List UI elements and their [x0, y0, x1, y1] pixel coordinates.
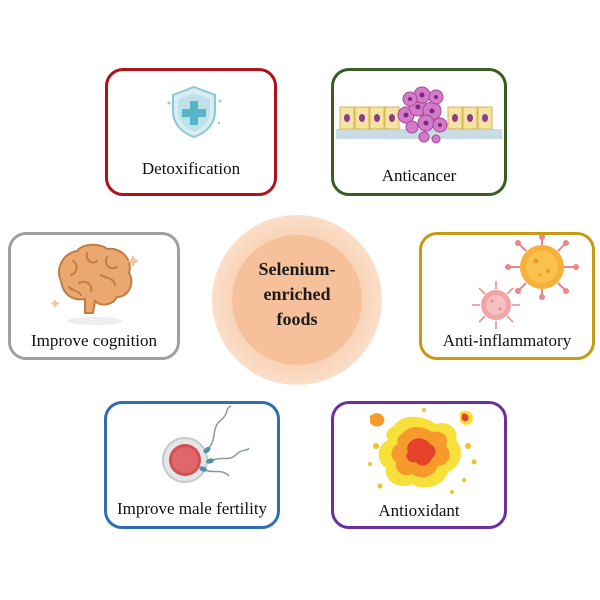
center-circle	[232, 235, 362, 365]
anti-inflammatory-label: Anti-inflammatory	[442, 331, 572, 350]
center-title-line-2: enriched	[263, 284, 331, 304]
cognition-card: Improve cognition	[8, 232, 180, 360]
antioxidant-card: Antioxidant	[331, 401, 507, 529]
anti-inflammatory-card: Anti-inflammatory	[419, 232, 595, 360]
sperm-egg-icon	[162, 405, 250, 483]
center-title: Selenium- enriched foods	[232, 257, 362, 332]
brain-icon	[50, 243, 139, 325]
detoxification-card: Detoxification	[105, 68, 277, 196]
center-title-line-1: Selenium-	[258, 259, 336, 279]
oxidation-blob-icon	[368, 408, 477, 494]
male-fertility-label: Improve male fertility	[116, 499, 268, 518]
anticancer-card: Anticancer	[331, 68, 507, 196]
cognition-label: Improve cognition	[30, 331, 158, 350]
anticancer-label: Anticancer	[381, 166, 457, 185]
virus-icon	[472, 235, 579, 329]
antioxidant-label: Antioxidant	[378, 501, 460, 520]
male-fertility-card: Improve male fertility	[104, 401, 280, 529]
detoxification-label: Detoxification	[141, 159, 241, 178]
tumor-cells-icon	[336, 86, 502, 144]
center-title-line-3: foods	[276, 309, 318, 329]
shield-plus-icon	[167, 85, 222, 139]
